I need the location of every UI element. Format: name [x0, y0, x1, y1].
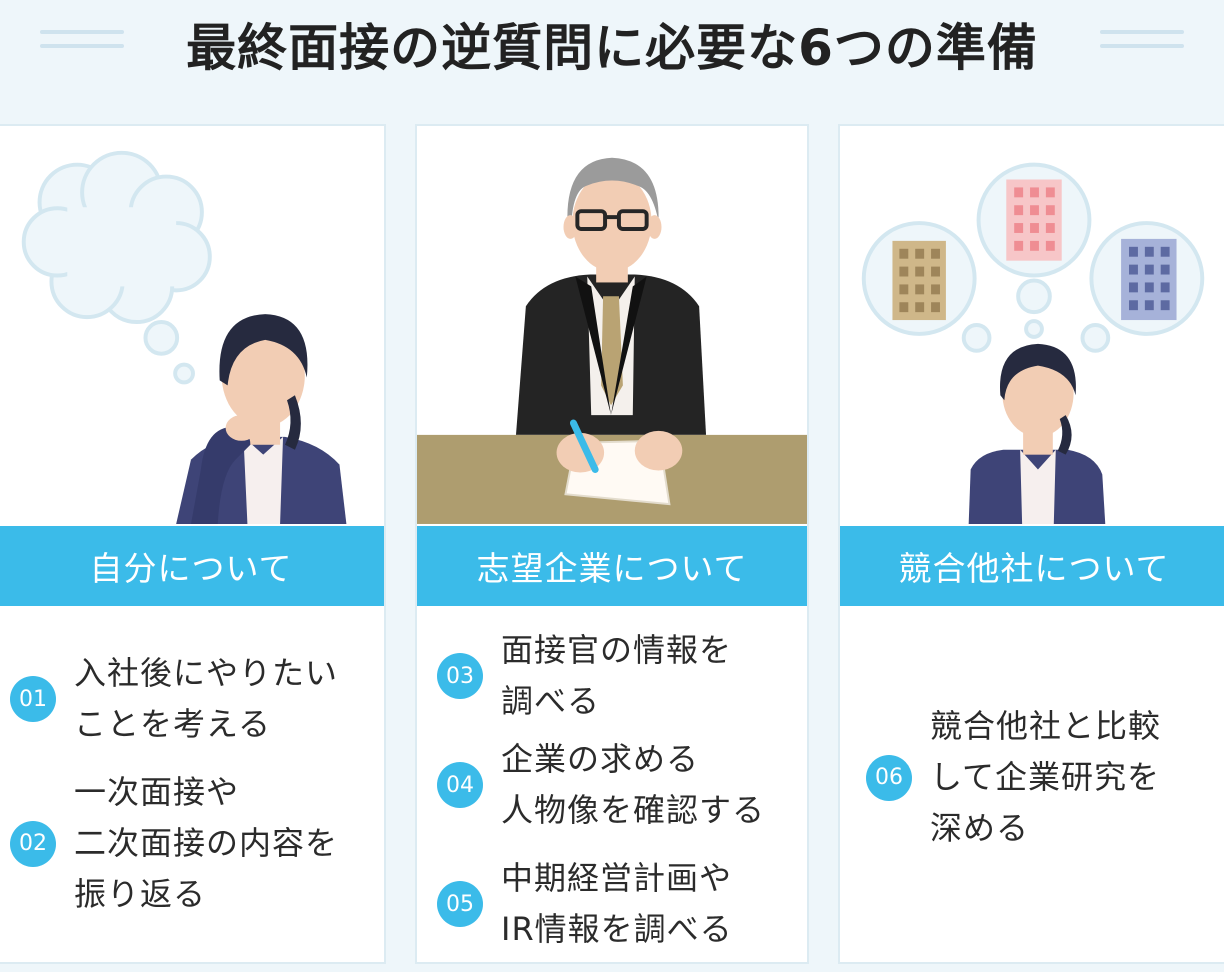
heading-band-self: 自分について: [0, 526, 384, 606]
heading-band-competitors: 競合他社について: [840, 526, 1224, 606]
page-title: 最終面接の逆質問に必要な6つの準備: [186, 19, 1038, 77]
building-icon-blue: [1121, 238, 1177, 321]
panel-competitors: 競合他社について 06 競合他社と比較 して企業研究を 深める: [838, 124, 1224, 964]
item-number-badge: 03: [437, 653, 483, 699]
item-text: 企業の求める 人物像を確認する: [501, 740, 766, 829]
thought-cloud: [21, 150, 212, 325]
item-number-badge: 06: [866, 754, 912, 801]
decorative-lines-right: [1100, 30, 1184, 58]
item-number-badge: 04: [437, 762, 483, 808]
list-item: 05 中期経営計画や IR情報を調べる: [437, 853, 733, 955]
thinking-woman-illustration: [21, 150, 347, 524]
panel-self: 自分について 01 入社後にやりたい ことを考える 02 一次面接や 二次面接の…: [0, 124, 386, 964]
list-item: 02 一次面接や 二次面接の内容を 振り返る: [10, 767, 338, 920]
decorative-lines-left: [40, 30, 124, 58]
item-text: 面接官の情報を 調べる: [501, 631, 733, 720]
item-number-badge: 01: [10, 676, 56, 722]
list-item: 04 企業の求める 人物像を確認する: [437, 734, 765, 836]
list-item: 01 入社後にやりたい ことを考える: [10, 648, 338, 750]
item-number-badge: 05: [437, 881, 483, 927]
building-icon-pink: [1006, 179, 1062, 261]
list-item: 03 面接官の情報を 調べる: [437, 625, 732, 727]
competitors-illustration: [861, 162, 1205, 524]
item-text: 入社後にやりたい ことを考える: [74, 654, 339, 743]
heading-band-target-company: 志望企業について: [417, 526, 807, 606]
glasses: [575, 209, 649, 231]
item-number-badge: 02: [10, 820, 56, 867]
title-bar: 最終面接の逆質問に必要な6つの準備: [0, 0, 1224, 96]
interviewer-illustration: [417, 157, 807, 524]
panel-target-company: 志望企業について 03 面接官の情報を 調べる 04 企業の求める 人物像を確認…: [415, 124, 809, 964]
item-text: 一次面接や 二次面接の内容を 振り返る: [74, 773, 339, 913]
item-text: 中期経営計画や IR情報を調べる: [501, 859, 733, 948]
list-item: 06 競合他社と比較 して企業研究を 深める: [866, 701, 1161, 854]
building-icon-beige: [892, 240, 946, 321]
item-text: 競合他社と比較 して企業研究を 深める: [930, 707, 1162, 847]
